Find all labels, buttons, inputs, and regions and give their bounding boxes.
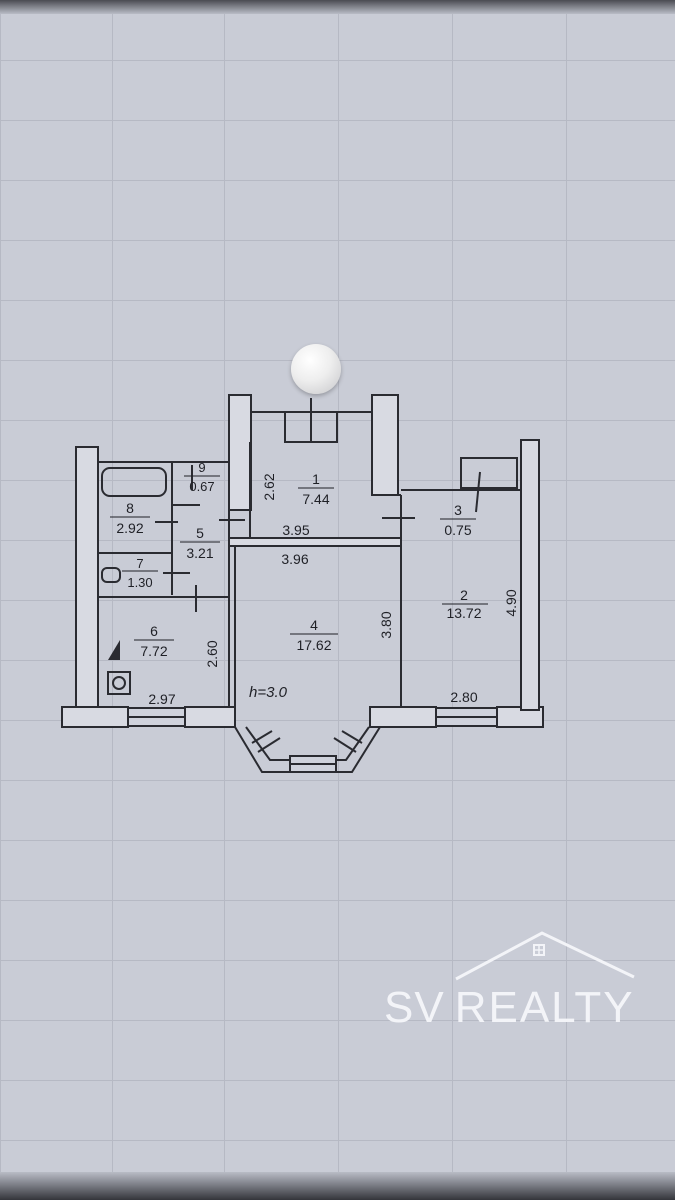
room-5-area: 3.21	[186, 545, 213, 561]
room-3-number: 3	[454, 502, 462, 518]
wall-bottom-middle-right	[369, 706, 437, 728]
room-8-number: 8	[126, 500, 134, 516]
location-pin-icon[interactable]	[291, 344, 341, 394]
grid-line	[0, 60, 675, 61]
wall-left-outer	[75, 446, 99, 710]
watermark-brand-suffix: REALTY	[454, 983, 635, 1032]
grid-line	[0, 480, 675, 481]
dim-2-80: 2.80	[450, 689, 477, 705]
wall-corridor-living	[228, 537, 402, 547]
room-3-area: 0.75	[444, 522, 471, 538]
bathtub	[101, 467, 167, 497]
wall-entry-left	[228, 394, 252, 511]
room-2-area: 13.72	[446, 605, 481, 621]
grid-line	[0, 720, 675, 721]
room-4-number: 4	[310, 617, 318, 633]
dim-3-80: 3.80	[378, 611, 394, 638]
grid-line	[338, 14, 339, 1172]
room-7-number: 7	[136, 556, 143, 571]
stove	[107, 671, 131, 695]
grid-line	[0, 840, 675, 841]
photo-edge-top	[0, 0, 675, 14]
room-8-area: 2.92	[116, 520, 143, 536]
dim-2-62: 2.62	[261, 473, 277, 500]
dim-3-96: 3.96	[281, 551, 308, 567]
grid-line	[0, 1020, 675, 1021]
ceiling-height: h=3.0	[249, 684, 288, 701]
wall-bottom-left	[61, 706, 129, 728]
room-9-area: 0.67	[189, 479, 214, 494]
grid-line	[0, 900, 675, 901]
grid-line	[0, 960, 675, 961]
room-1-area: 7.44	[302, 491, 329, 507]
sink-mark	[108, 640, 120, 660]
grid-line	[0, 780, 675, 781]
dim-3-95: 3.95	[282, 522, 309, 538]
dim-4-90: 4.90	[503, 589, 519, 616]
grid-line	[224, 14, 225, 1172]
house-roof-icon	[455, 931, 635, 981]
grid-line	[566, 14, 567, 1172]
room-1-number: 1	[312, 471, 320, 487]
room-7-area: 1.30	[127, 575, 152, 590]
room-4-area: 17.62	[296, 637, 331, 653]
room-2-number: 2	[460, 587, 468, 603]
grid-line	[0, 1080, 675, 1081]
grid-line	[0, 14, 1, 1172]
wall-entry-right	[371, 394, 399, 496]
toilet	[101, 567, 121, 583]
room-5-number: 5	[196, 525, 204, 541]
room-6-number: 6	[150, 623, 158, 639]
watermark-brand: SV	[384, 983, 445, 1032]
grid-line	[0, 300, 675, 301]
room-6-area: 7.72	[140, 643, 167, 659]
grid-line	[0, 120, 675, 121]
grid-line	[0, 240, 675, 241]
wall-right-outer	[520, 439, 540, 711]
grid-line	[0, 660, 675, 661]
grid-line	[0, 600, 675, 601]
grid-line	[112, 14, 113, 1172]
grid-line	[0, 1140, 675, 1141]
grid-line	[452, 14, 453, 1172]
grid-line	[0, 180, 675, 181]
dim-2-97: 2.97	[148, 691, 175, 707]
photo-edge-bottom	[0, 1172, 675, 1200]
wall-bottom-middle-left	[184, 706, 236, 728]
storage-niche	[460, 457, 518, 489]
dim-2-60: 2.60	[204, 640, 220, 667]
room-9-number: 9	[198, 460, 205, 475]
